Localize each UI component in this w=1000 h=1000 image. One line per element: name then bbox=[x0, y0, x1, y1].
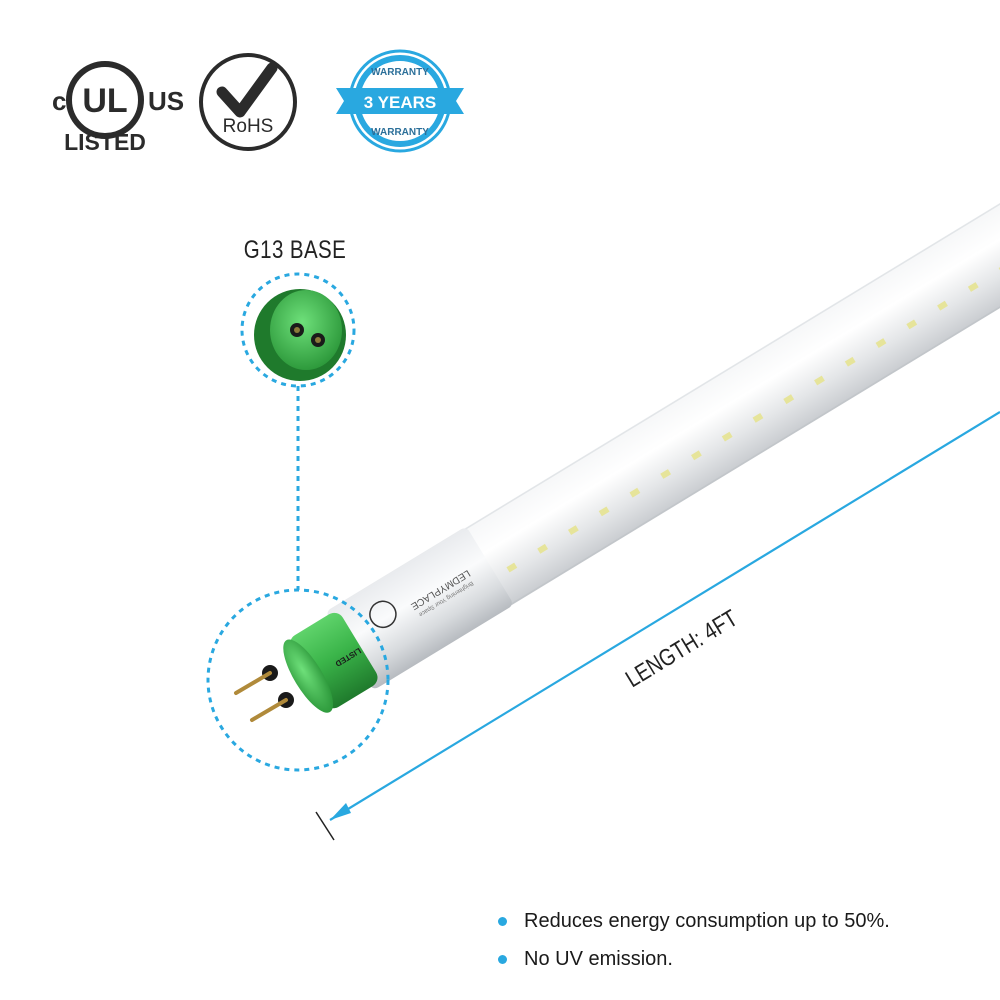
warranty-ribbon bbox=[336, 88, 464, 114]
warranty-top-text: WARRANTY bbox=[371, 67, 429, 78]
dimension-line bbox=[329, 411, 1000, 821]
bullet-dot-icon bbox=[498, 954, 507, 964]
led-chip bbox=[629, 487, 641, 498]
ul-listed-badge: c UL US LISTED bbox=[52, 61, 184, 155]
led-chip bbox=[814, 375, 825, 386]
pin bbox=[234, 671, 272, 695]
led-chip bbox=[721, 431, 733, 442]
led-chip-row bbox=[506, 263, 1000, 573]
bullet-dot-icon bbox=[498, 916, 507, 926]
led-chip bbox=[906, 319, 918, 330]
led-chip bbox=[660, 469, 672, 479]
feature-text: No UV emission. bbox=[524, 947, 673, 970]
tube-glass bbox=[445, 145, 1000, 617]
ul-listed-text: LISTED bbox=[64, 129, 146, 155]
g13-pins bbox=[234, 665, 294, 722]
led-chip bbox=[567, 525, 579, 536]
led-chip bbox=[967, 282, 979, 292]
rohs-label: RoHS bbox=[223, 116, 274, 137]
callout-circle-top bbox=[240, 272, 356, 388]
led-chip bbox=[844, 356, 856, 367]
led-chip bbox=[691, 450, 702, 461]
ul-ring-icon bbox=[66, 61, 144, 139]
led-chip bbox=[537, 543, 549, 554]
feature-item: No UV emission. bbox=[498, 940, 890, 978]
length-label: LENGTH: 4FT bbox=[621, 604, 743, 693]
callout-circle-bottom bbox=[206, 588, 390, 772]
ul-c-text: c bbox=[52, 86, 66, 116]
rohs-badge: RoHS bbox=[199, 53, 297, 151]
g13-base-label: G13 BASE bbox=[243, 236, 347, 264]
arrow-head-icon bbox=[330, 803, 351, 820]
checkmark-icon bbox=[216, 62, 278, 118]
end-cap-face bbox=[283, 639, 334, 713]
ul-print-icon bbox=[369, 600, 397, 629]
rohs-ring-icon bbox=[199, 53, 297, 151]
led-chip bbox=[875, 338, 887, 348]
ul-us-text: US bbox=[148, 86, 184, 116]
led-chip bbox=[506, 562, 518, 573]
led-chip bbox=[752, 412, 764, 423]
pin bbox=[250, 698, 288, 722]
feature-text: Reduces energy consumption up to 50%. bbox=[524, 909, 890, 932]
g13-base-closeup bbox=[254, 289, 346, 381]
led-chip bbox=[598, 506, 610, 517]
green-end-cap bbox=[290, 612, 378, 709]
feature-list: Reduces energy consumption up to 50%. No… bbox=[498, 902, 890, 978]
led-chip bbox=[937, 300, 948, 311]
led-chip bbox=[783, 394, 795, 405]
dimension-tick bbox=[315, 811, 335, 841]
warranty-main-text: 3 YEARS bbox=[364, 93, 436, 112]
warranty-badge: 3 YEARS WARRANTY WARRANTY bbox=[336, 49, 464, 153]
led-tube: LEDMYPLACE Brightening Your Space LISTED bbox=[283, 145, 1000, 713]
feature-item: Reduces energy consumption up to 50%. bbox=[498, 902, 890, 940]
g13-callout bbox=[206, 272, 390, 772]
warranty-bottom-text: WARRANTY bbox=[371, 127, 429, 138]
aluminum-sleeve bbox=[327, 528, 512, 689]
ul-mark-text: UL bbox=[82, 82, 127, 120]
